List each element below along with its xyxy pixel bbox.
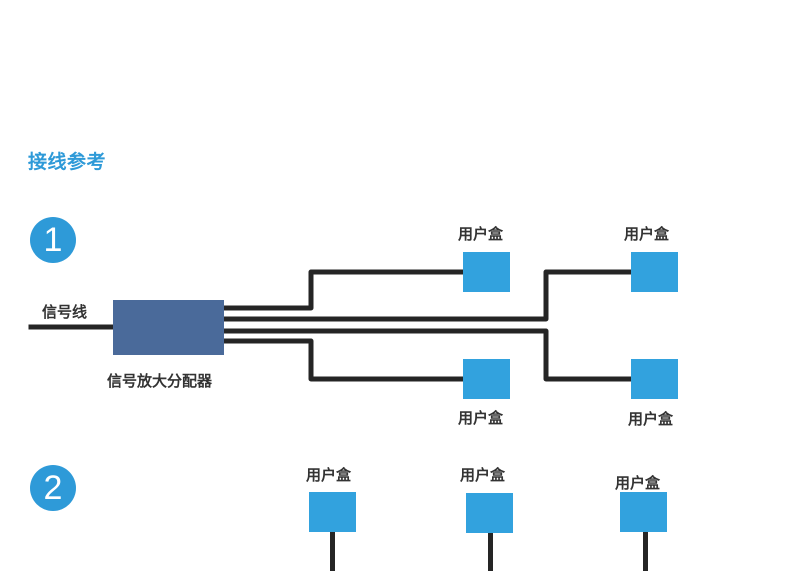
user-box-bottom-middle [463,359,510,399]
section-title: 接线参考 [28,151,107,173]
user-box-label: 用户盒 [628,410,674,428]
splitter-label: 信号放大分配器 [107,372,213,390]
wire-to-bottom-right-box [221,328,634,382]
wire-to-top-middle-box [221,269,466,311]
user-box-top-middle [463,252,510,292]
user-box-label: 用户盒 [306,466,352,484]
user-box-3-wire [643,532,648,571]
user-box-label: 用户盒 [615,474,661,492]
user-box-2-wire [488,533,493,571]
user-box-1 [309,492,356,532]
wire-to-bottom-middle-box [221,338,466,382]
user-box-label: 用户盒 [624,225,670,243]
user-box-label: 用户盒 [458,225,504,243]
signal-line-label: 信号线 [42,303,88,321]
user-box-1-wire [330,532,335,571]
step-2-badge: 2 [30,465,76,511]
user-box-bottom-right [631,359,678,399]
user-box-label: 用户盒 [458,409,504,427]
wire-to-top-right-box [221,269,634,322]
signal-amplifier-splitter [113,300,224,355]
user-box-3 [620,492,667,532]
user-box-top-right [631,252,678,292]
user-box-2 [466,493,513,533]
step-1-badge: 1 [30,217,76,263]
user-box-label: 用户盒 [460,466,506,484]
